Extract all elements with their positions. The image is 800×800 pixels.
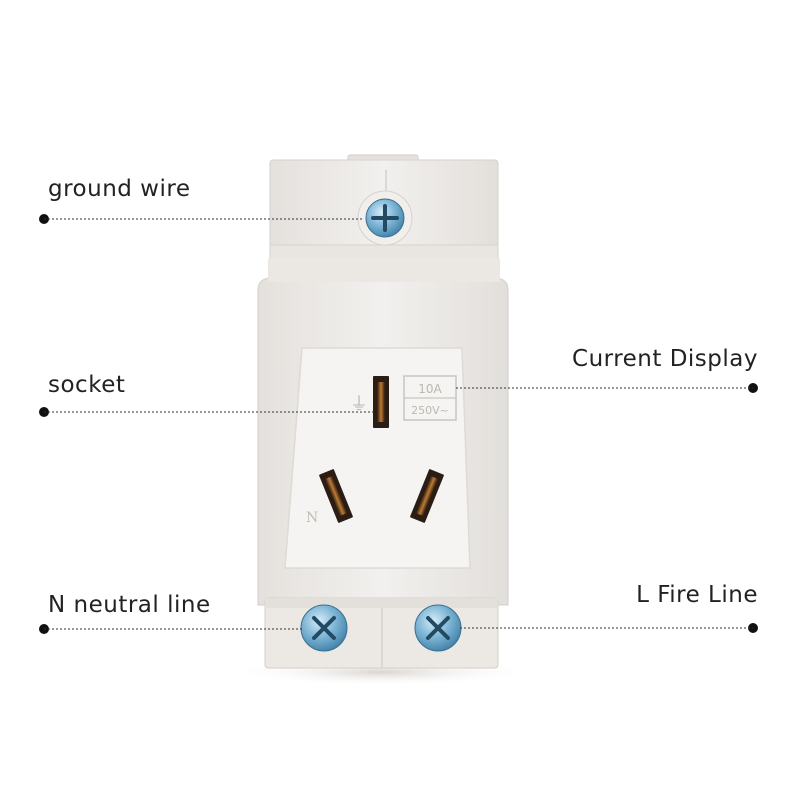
leader-neutral-line (39, 624, 302, 634)
neutral-slot (319, 469, 353, 523)
leader-current-display (456, 383, 758, 393)
rating-box: 10A 250V~ (403, 375, 457, 421)
rating-current: 10A (418, 382, 442, 396)
live-slot (410, 469, 444, 523)
bottom-terminal-block (264, 597, 499, 669)
neutral-screw-icon (300, 604, 348, 652)
label-socket: socket (48, 372, 126, 398)
ground-slot-highlight (377, 382, 385, 422)
leader-socket (39, 407, 375, 417)
live-screw-icon (414, 604, 462, 652)
label-current-display: Current Display (572, 346, 758, 372)
label-ground-wire: ground wire (48, 176, 191, 202)
neutral-mark: N (306, 510, 318, 526)
leader-fire-line (460, 623, 758, 633)
ground-mark: ⏚ (350, 394, 368, 415)
rating-voltage: 250V~ (411, 404, 449, 417)
ground-screw-icon (357, 190, 413, 246)
label-n-neutral-line: N neutral line (48, 592, 211, 618)
leader-ground-wire (39, 214, 362, 224)
label-l-fire-line: L Fire Line (636, 582, 758, 608)
